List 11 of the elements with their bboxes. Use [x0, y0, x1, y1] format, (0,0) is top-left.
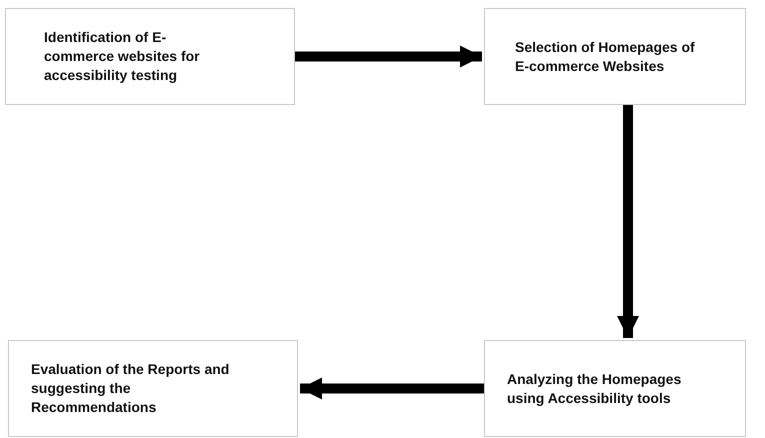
step-text: Identification of E-commerce websites for accessibility testing: [44, 28, 201, 85]
process-box: [484, 8, 746, 105]
arrow: [617, 105, 639, 338]
process-box: [8, 340, 298, 437]
step-text: Selection of Homepages of E-commerce Websites: [515, 38, 696, 76]
process-box: [5, 8, 295, 105]
step-text: Evaluation of the Reports and suggesting the Recommendations: [31, 360, 230, 417]
step-text: Analyzing the Homepages using Accessibility tools: [507, 370, 682, 408]
arrow: [300, 378, 484, 400]
arrow: [295, 46, 482, 68]
process-box: [484, 340, 746, 437]
